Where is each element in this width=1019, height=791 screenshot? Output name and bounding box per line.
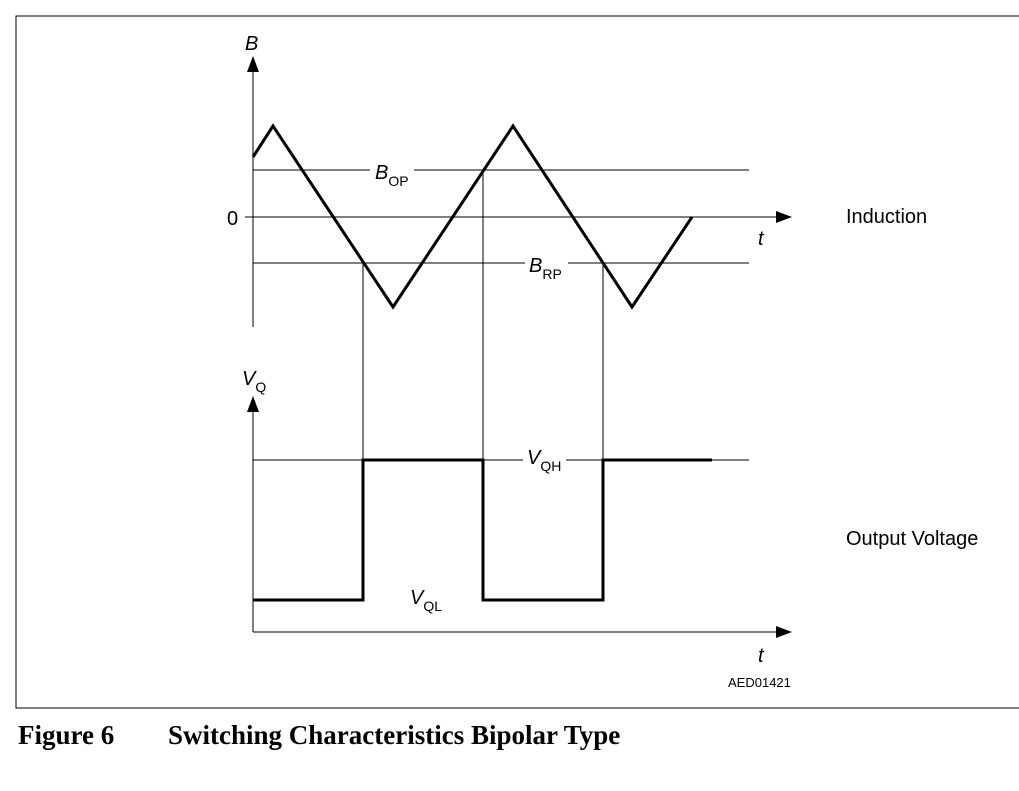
time-axis-arrow-bottom [776, 626, 792, 638]
output-waveform-a [253, 458, 712, 602]
induction-label: Induction [846, 206, 927, 228]
bop-label: BOP [375, 162, 409, 189]
vqh-label: VQH [527, 447, 561, 474]
time-label-bottom: t [758, 645, 765, 667]
switching-diagram: B 0 t Induction BOP BRP VQ t Output Volt… [15, 15, 1019, 709]
vql-label: VQL [410, 587, 442, 614]
time-axis-arrow-top [776, 211, 792, 223]
vq-axis-arrow [247, 396, 259, 412]
vql-gap [366, 596, 406, 604]
figure-number: Figure 6 [18, 720, 115, 750]
vq-axis-label: VQ [242, 368, 266, 395]
b-axis-label: B [245, 33, 258, 55]
brp-label: BRP [529, 255, 562, 282]
figure-code: AED01421 [728, 675, 791, 690]
induction-waveform [251, 123, 694, 310]
time-label-top: t [758, 228, 765, 250]
figure-frame [15, 15, 1019, 709]
figure-title: Switching Characteristics Bipolar Type [168, 720, 621, 750]
vql-gap-2 [441, 596, 481, 604]
b-axis-arrow [247, 56, 259, 72]
figure-caption: Figure 6 Switching Characteristics Bipola… [18, 720, 620, 751]
output-voltage-label: Output Voltage [846, 528, 978, 550]
zero-label: 0 [227, 208, 238, 230]
